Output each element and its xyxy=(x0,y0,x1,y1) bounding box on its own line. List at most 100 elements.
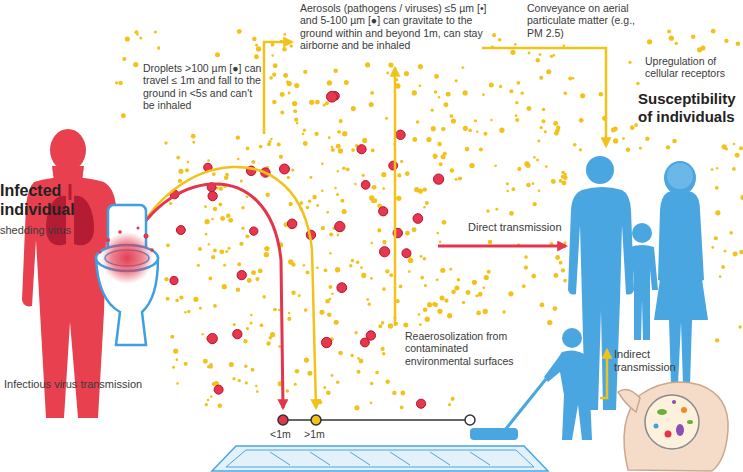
hand-with-germs xyxy=(645,395,699,449)
virus-splash xyxy=(137,227,140,230)
particle-cloud xyxy=(546,69,551,74)
hand-with-germs xyxy=(657,409,667,415)
particle-cloud xyxy=(715,210,720,215)
particle-cloud xyxy=(224,175,228,179)
particle-cloud xyxy=(338,351,343,356)
particle-cloud xyxy=(509,89,513,93)
particle-cloud xyxy=(307,371,312,376)
aerosol-note: Aerosols (pathogens / viruses) ≤5 µm [•]… xyxy=(300,2,488,52)
particle-cloud xyxy=(382,240,386,244)
particle-cloud xyxy=(239,242,243,246)
particle-cloud xyxy=(236,287,241,292)
particle-cloud xyxy=(316,204,319,207)
particle-cloud xyxy=(487,270,491,274)
particle-cloud xyxy=(420,276,424,280)
particle-cloud xyxy=(412,137,417,142)
particle-cloud xyxy=(472,280,477,285)
particle-cloud xyxy=(483,309,488,314)
particle-cloud xyxy=(362,138,367,143)
vacuum-figure xyxy=(544,350,592,440)
particle-cloud xyxy=(482,93,485,96)
particle-cloud xyxy=(454,286,459,291)
particle-cloud xyxy=(169,202,172,205)
particle-cloud xyxy=(561,268,565,272)
particle-cloud xyxy=(326,390,331,395)
particle-cloud xyxy=(482,287,485,290)
receptor-note: Upregulation of cellular receptors xyxy=(645,55,740,80)
particle-cloud xyxy=(308,200,311,203)
particle-cloud xyxy=(634,123,638,127)
particle-cloud xyxy=(350,354,353,357)
particle-cloud xyxy=(115,29,743,411)
particle-cloud xyxy=(291,168,294,171)
particle-cloud xyxy=(351,259,354,262)
particle-cloud xyxy=(255,385,258,388)
virus-splash xyxy=(144,234,149,239)
particle-cloud xyxy=(207,399,210,402)
carpet xyxy=(226,450,534,467)
particle-cloud xyxy=(563,175,567,179)
particle-cloud xyxy=(400,391,405,396)
particle-cloud xyxy=(323,386,326,389)
particle-cloud xyxy=(288,92,291,95)
particle-cloud xyxy=(425,317,430,322)
particle-cloud xyxy=(223,264,226,267)
particle-cloud xyxy=(328,136,331,139)
particle-cloud xyxy=(327,313,332,318)
particle-cloud xyxy=(298,294,301,297)
particle-cloud xyxy=(209,365,212,368)
particle-cloud xyxy=(292,101,297,106)
particle-cloud xyxy=(154,30,157,33)
particle-cloud xyxy=(267,142,271,146)
hand-with-germs xyxy=(672,400,676,404)
family-figures xyxy=(654,190,708,385)
particle-cloud xyxy=(139,36,142,39)
particle-cloud xyxy=(329,232,333,236)
particle-cloud xyxy=(251,160,255,164)
particle-cloud xyxy=(270,138,272,140)
particle-cloud xyxy=(270,332,275,337)
particle-cloud xyxy=(388,62,393,67)
particle-cloud xyxy=(542,108,546,112)
particle-cloud xyxy=(219,203,223,207)
particle-cloud xyxy=(382,287,386,291)
particle-cloud xyxy=(166,297,170,301)
particle-cloud xyxy=(691,35,696,40)
particle-cloud xyxy=(342,131,347,136)
particle-cloud xyxy=(191,134,196,139)
particle-cloud xyxy=(255,277,259,281)
particle-cloud xyxy=(418,84,421,87)
virus-splash xyxy=(150,248,154,252)
particle-cloud xyxy=(121,113,126,118)
particle-cloud xyxy=(554,131,559,136)
particle-cloud xyxy=(240,180,243,183)
vacuum-figure xyxy=(470,428,518,440)
particle-cloud xyxy=(402,249,411,258)
particle-cloud xyxy=(321,163,324,166)
particle-cloud xyxy=(211,255,215,259)
particle-cloud xyxy=(715,186,719,190)
particle-cloud xyxy=(166,243,170,247)
vacuum-figure xyxy=(562,328,582,348)
particle-cloud xyxy=(342,210,345,213)
particle-cloud xyxy=(599,92,603,96)
particle-cloud xyxy=(382,352,386,356)
particle-cloud xyxy=(309,100,314,105)
particle-cloud xyxy=(241,206,244,209)
particle-cloud xyxy=(335,267,340,272)
particle-cloud xyxy=(360,266,363,269)
particle-cloud xyxy=(423,307,428,312)
particle-cloud xyxy=(303,141,308,146)
particle-cloud xyxy=(327,80,332,85)
particle-cloud xyxy=(579,148,582,151)
direct-transmission-label: Direct transmission xyxy=(468,221,583,234)
particle-cloud xyxy=(455,79,458,82)
particle-cloud xyxy=(295,369,300,374)
particle-cloud xyxy=(208,192,217,201)
particle-cloud xyxy=(115,81,118,84)
particle-cloud xyxy=(283,73,288,78)
particle-cloud xyxy=(562,181,567,186)
particle-cloud xyxy=(442,220,447,225)
particle-cloud xyxy=(351,148,355,152)
surface-reaerosolization: Reaerosolization from contaminated envir… xyxy=(400,328,600,445)
